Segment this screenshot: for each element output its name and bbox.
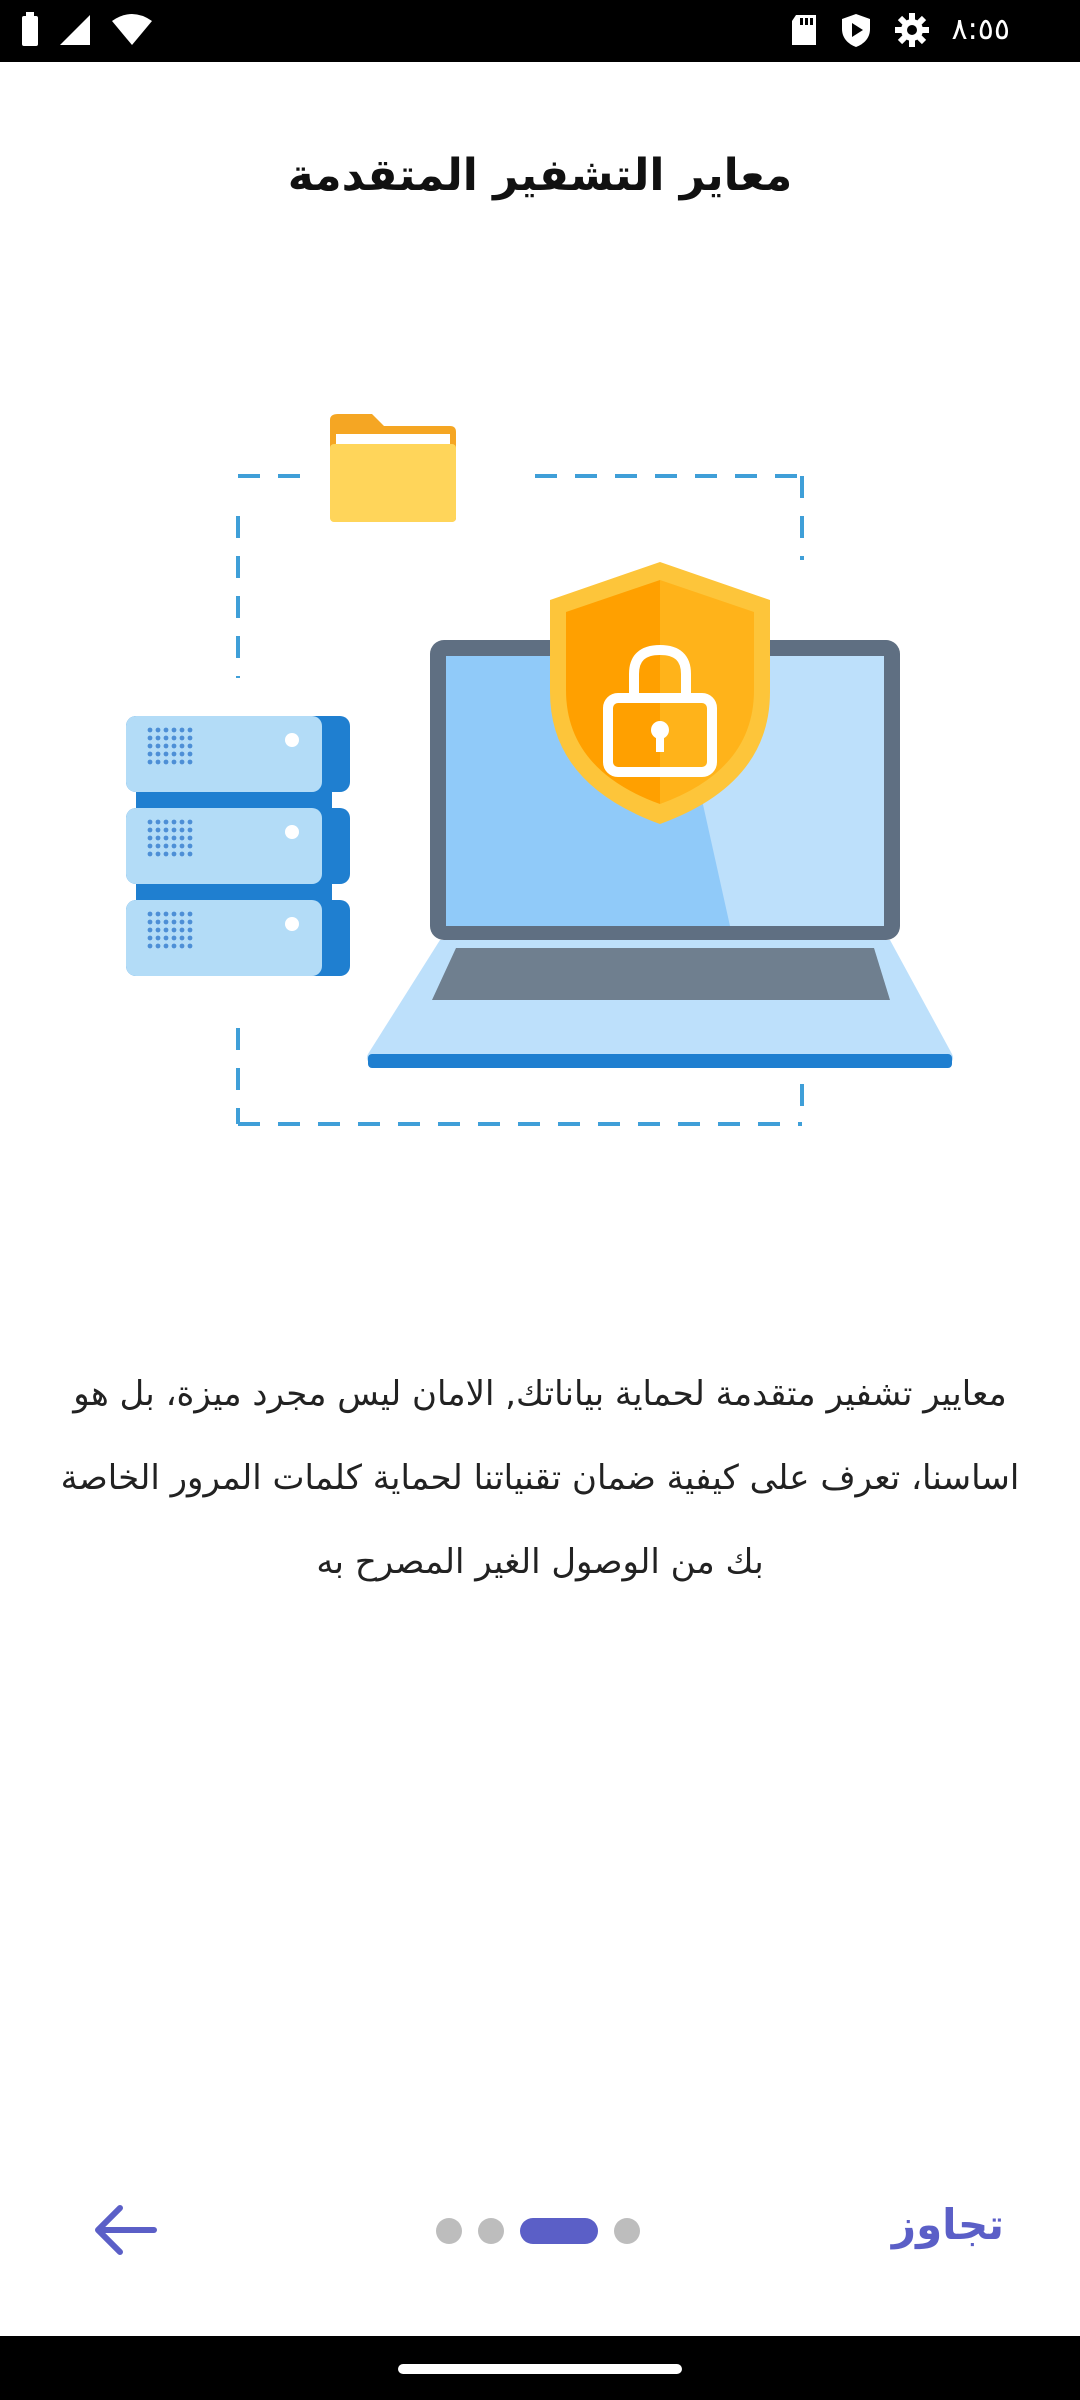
- page-title: معاير التشفير المتقدمة: [287, 150, 793, 201]
- status-bar: ٨:٥٥: [0, 0, 1080, 62]
- home-handle[interactable]: [398, 2364, 682, 2374]
- shield-lock-icon: [550, 562, 770, 824]
- arrow-left-icon[interactable]: [90, 2202, 160, 2258]
- page-dot-3-active: [520, 2218, 598, 2244]
- page-dot-4: [614, 2218, 640, 2244]
- page-indicator: [436, 2218, 640, 2244]
- page-dot-2: [478, 2218, 504, 2244]
- status-left-icons: [20, 12, 154, 48]
- status-time: ٨:٥٥: [951, 12, 1010, 47]
- encryption-illustration: [126, 414, 954, 1126]
- settings-gear-icon: [894, 13, 929, 47]
- onboarding-bottom-nav: تجاوز: [0, 2180, 1080, 2280]
- dashed-frame: [236, 474, 804, 1126]
- skip-button[interactable]: تجاوز: [891, 2200, 1004, 2249]
- wifi-icon: [112, 14, 152, 45]
- status-right-icons: ٨:٥٥: [790, 10, 1010, 50]
- server-stack-icon: [126, 716, 350, 976]
- battery-icon: [22, 12, 38, 46]
- system-nav-bar: [0, 2336, 1080, 2400]
- folder-icon: [330, 414, 456, 522]
- onboarding-description: معايير تشفير متقدمة لحماية بياناتك, الام…: [60, 1374, 1020, 1582]
- sd-card-icon: [791, 15, 816, 45]
- shield-play-icon: [841, 14, 870, 47]
- page-dot-1: [436, 2218, 462, 2244]
- signal-icon: [60, 15, 90, 45]
